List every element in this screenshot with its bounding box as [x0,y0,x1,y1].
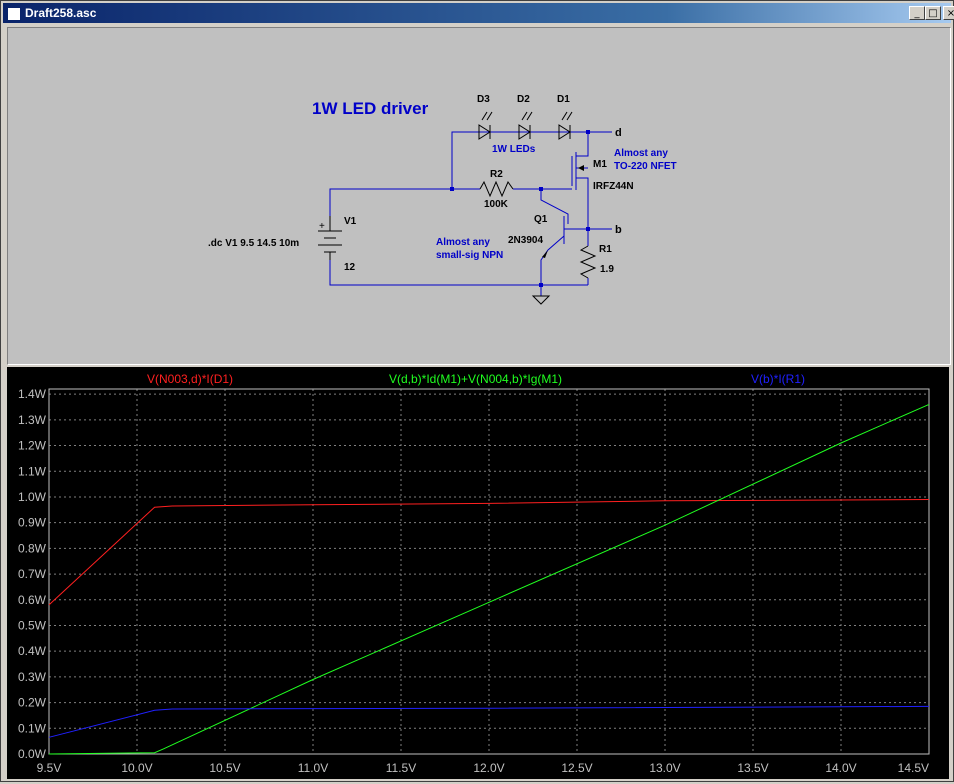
x-tick-label: 13.0V [649,761,680,775]
series-line-0[interactable] [48,499,930,606]
npn-note-line1: Almost any [436,237,490,248]
window-title: Draft258.asc [25,6,97,20]
trace-label-led-power[interactable]: V(N003,d)*I(D1) [147,372,233,386]
y-tick-label: 1.3W [18,413,47,427]
series-line-1[interactable] [48,403,930,755]
plot-series [48,403,930,755]
r1-value: 1.9 [600,264,614,275]
d1-ref: D1 [557,94,570,105]
y-tick-label: 0.3W [18,670,47,684]
m1-ref: M1 [593,159,607,170]
y-tick-label: 1.2W [18,439,47,453]
schematic-wires [329,131,612,296]
x-tick-label: 9.5V [37,761,62,775]
x-axis-ticks: 9.5V 10.0V 10.5V 11.0V 11.5V 12.0V 12.5V 13.0V 1… [37,761,929,775]
y-tick-label: 0.2W [18,696,47,710]
x-tick-label: 12.5V [561,761,592,775]
plot-frame [48,388,930,755]
v1-source [318,216,342,260]
plot-drawing: 0.0W 0.1W 0.2W 0.3W 0.4W 0.5W 0.6W 0.7W 0.8W 0.9W… [18,372,930,775]
plot-grid [49,389,929,754]
x-tick-label: 11.5V [386,761,416,775]
npn-note-line2: small-sig NPN [436,250,503,261]
schematic-doc-icon [7,7,21,21]
x-tick-label: 14.0V [825,761,856,775]
waveform-plot[interactable]: 0.0W 0.1W 0.2W 0.3W 0.4W 0.5W 0.6W 0.7W 0.8W 0.9W… [7,367,949,779]
nfet-note-line1: Almost any [614,148,668,159]
x-tick-label: 14.5V [898,761,929,775]
v1-plus: + [319,221,325,232]
leds-note: 1W LEDs [492,144,536,155]
close-button[interactable]: × [943,6,954,20]
r1-resistor [579,245,597,279]
x-tick-label: 10.5V [209,761,240,775]
title-bar[interactable]: Draft258.asc _ □ × [3,3,954,23]
r1-ref: R1 [599,244,612,255]
r2-ref: R2 [490,169,503,180]
dc-directive[interactable]: .dc V1 9.5 14.5 10m [208,238,299,249]
q1-part: 2N3904 [508,235,543,246]
x-tick-label: 11.0V [298,761,328,775]
y-axis-ticks: 0.0W 0.1W 0.2W 0.3W 0.4W 0.5W 0.6W 0.7W 0.8W 0.9W… [18,387,47,761]
net-label-d: d [615,127,622,139]
maximize-button[interactable]: □ [925,6,941,20]
trace-label-mosfet-power[interactable]: V(d,b)*Id(M1)+V(N004,b)*Ig(M1) [389,372,562,386]
y-tick-label: 0.0W [18,747,47,761]
junction-dots [450,130,590,287]
y-tick-label: 0.8W [18,541,47,555]
y-tick-label: 0.4W [18,644,47,658]
ground-icon [531,295,551,305]
y-tick-label: 1.4W [18,387,47,401]
v1-value: 12 [344,262,356,273]
nfet-arrow-icon [578,165,584,171]
d2-ref: D2 [517,94,530,105]
npn-arrow-icon [542,250,548,258]
r2-resistor [479,180,514,198]
y-tick-label: 1.0W [18,490,47,504]
m1-part: IRFZ44N [593,181,634,192]
d3-ref: D3 [477,94,490,105]
schematic-canvas[interactable]: 1W LED driver D3 D2 D1 1W LEDs R2 100K M… [7,27,951,365]
minimize-button[interactable]: _ [909,6,925,20]
y-tick-label: 1.1W [18,464,47,478]
led-symbols [478,111,573,140]
y-tick-label: 0.7W [18,567,47,581]
nfet-note-line2: TO-220 NFET [614,161,677,172]
x-tick-label: 13.5V [737,761,768,775]
y-tick-label: 0.9W [18,516,47,530]
series-line-2[interactable] [48,705,930,738]
schematic-heading: 1W LED driver [312,99,429,118]
schematic-drawing: 1W LED driver D3 D2 D1 1W LEDs R2 100K M… [208,94,677,305]
y-tick-label: 0.5W [18,618,47,632]
x-tick-label: 10.0V [121,761,152,775]
q1-ref: Q1 [534,214,548,225]
r2-value: 100K [484,199,509,210]
trace-label-resistor-power[interactable]: V(b)*I(R1) [751,372,805,386]
y-tick-label: 0.6W [18,593,47,607]
x-tick-label: 12.0V [473,761,504,775]
v1-ref: V1 [344,216,357,227]
y-tick-label: 0.1W [18,721,47,735]
net-label-b: b [615,224,622,236]
